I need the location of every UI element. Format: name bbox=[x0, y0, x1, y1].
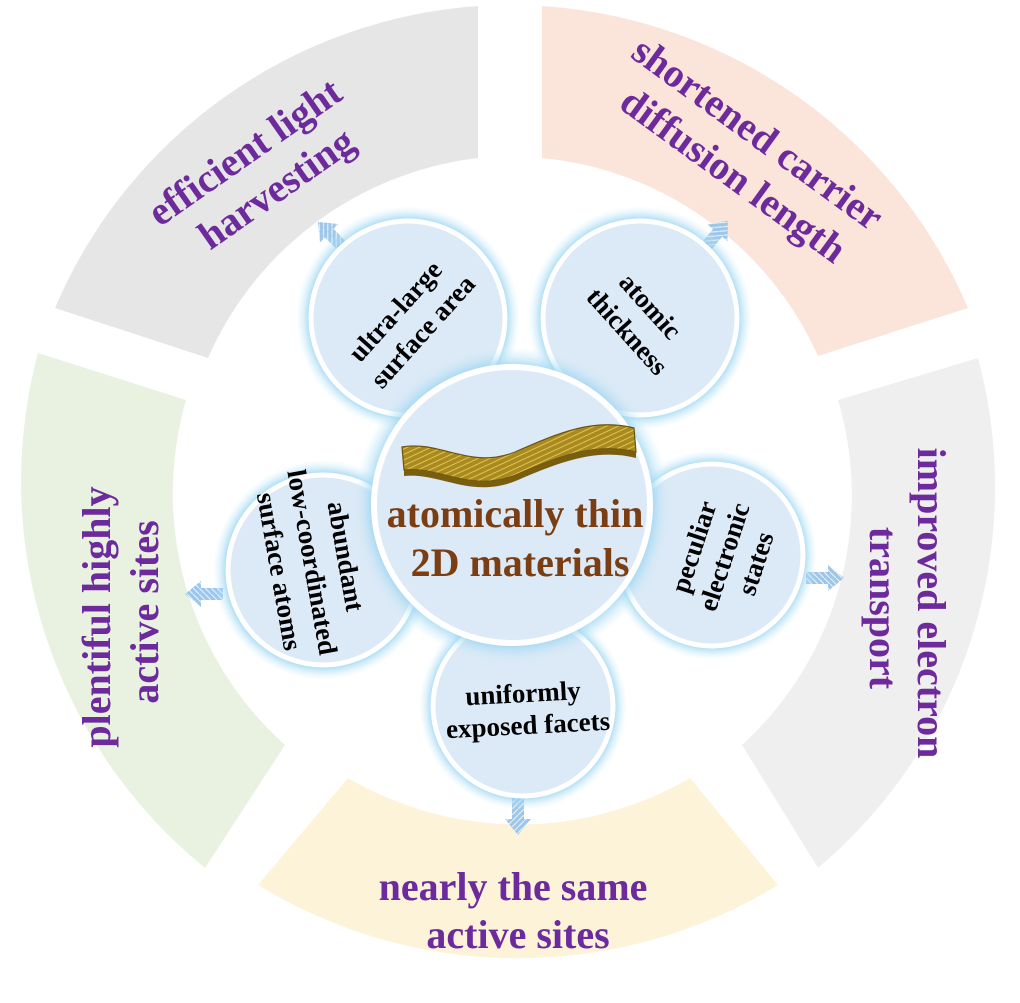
arrow-right-icon bbox=[806, 565, 844, 591]
outer-label-left-line2: active sites bbox=[122, 520, 167, 703]
outer-label-right: improved electron transport bbox=[861, 448, 954, 769]
svg-text:improved electron transp: improved electron transport bbox=[861, 448, 954, 769]
svg-text:nearly the same active s: nearly the same active sites bbox=[379, 864, 658, 957]
nanosheet-image bbox=[401, 424, 637, 488]
outer-label-bottom: nearly the same active sites bbox=[379, 864, 658, 957]
svg-text:uniformly exposed facets: uniformly exposed facets bbox=[444, 674, 611, 745]
outer-segment-bottom bbox=[258, 778, 778, 959]
petal-label-bottom-line1: uniformly bbox=[464, 675, 581, 711]
outer-segment-left bbox=[21, 353, 286, 868]
outer-segment-top-right bbox=[542, 6, 968, 356]
center-label-line1: atomically thin bbox=[387, 491, 644, 536]
center-label-line2: 2D materials bbox=[411, 540, 630, 585]
svg-text:plentiful highly active: plentiful highly active sites bbox=[74, 476, 167, 747]
outer-segment-top-left bbox=[55, 6, 478, 358]
outer-label-right-line2: transport bbox=[861, 527, 906, 690]
outer-segment-right bbox=[742, 358, 996, 868]
outer-label-right-line1: improved electron bbox=[909, 448, 954, 759]
arrow-down-icon bbox=[505, 797, 531, 835]
arrow-left-icon bbox=[185, 581, 223, 607]
petal-bottom bbox=[419, 602, 627, 810]
outer-label-bottom-line2: active sites bbox=[426, 912, 609, 957]
outer-ring bbox=[21, 6, 996, 959]
center-label: atomically thin 2D materials bbox=[387, 491, 654, 585]
outer-label-bottom-line1: nearly the same bbox=[379, 864, 648, 909]
petal-label-bottom: uniformly exposed facets bbox=[444, 674, 611, 745]
outer-label-left: plentiful highly active sites bbox=[74, 476, 167, 747]
outer-label-left-line1: plentiful highly bbox=[74, 486, 119, 747]
